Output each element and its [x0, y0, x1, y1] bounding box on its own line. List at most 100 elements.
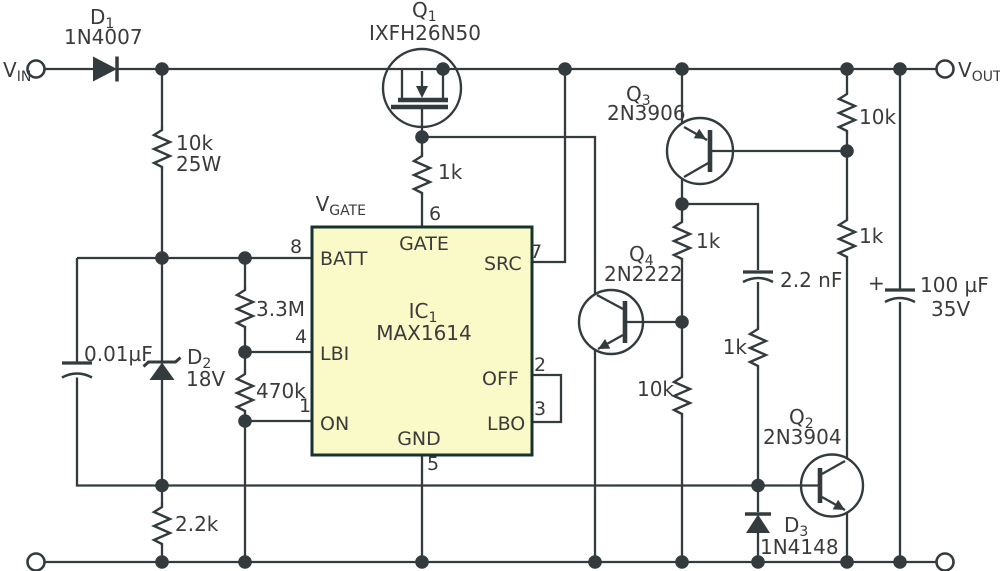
- label-c-output-value: 100 µF: [920, 273, 989, 297]
- ic1-ref-sub: 1: [428, 310, 437, 326]
- junction-dots: [155, 62, 907, 569]
- junction-dot: [558, 62, 572, 76]
- pin-num-7: 7: [530, 241, 542, 263]
- q1-sub: 1: [428, 9, 437, 25]
- label-q4-part: 2N2222: [604, 262, 683, 286]
- vin-label: VIN: [3, 58, 31, 85]
- ic1-pin-name-gnd: GND: [397, 428, 441, 450]
- transistor-q2: [799, 453, 865, 518]
- junction-dot: [415, 130, 429, 144]
- junction-dot: [415, 555, 429, 569]
- junction-dot: [675, 555, 689, 569]
- ic1-pin-name-lbi: LBI: [320, 343, 349, 365]
- d2-ref: D: [187, 345, 202, 369]
- ic1-ref-main: IC: [409, 299, 429, 323]
- resistor-on-pulldown: [152, 501, 172, 549]
- label-q2-part: 2N3904: [763, 425, 842, 449]
- resistor-out-mid: [837, 214, 857, 262]
- q4-sub: 4: [645, 253, 654, 269]
- resistor-divider-bottom: [235, 368, 255, 416]
- labels: VIN VOUT VGATE D1 1N4007 Q1 IXFH26N50 Q3…: [3, 0, 1000, 559]
- label-r-input-bleeder-value: 10k: [176, 131, 213, 155]
- wires: [44, 67, 937, 564]
- wire-speedup-branch: [682, 202, 760, 562]
- wire-off-lbo-bracket: [532, 373, 563, 424]
- label-d1-ref: D1: [90, 5, 114, 32]
- q3-emitter-arrow: [693, 128, 706, 139]
- ic1-pin-name-gate: GATE: [399, 233, 449, 255]
- d2-zener-bar: [142, 356, 182, 368]
- q2-body-circle: [799, 453, 865, 518]
- label-r-out-mid-value: 1k: [859, 224, 884, 248]
- junction-dot: [238, 345, 252, 359]
- d2-anode-triangle: [149, 362, 175, 380]
- pin-num-4: 4: [295, 326, 307, 348]
- vout-sub: OUT: [972, 69, 1000, 85]
- label-d1-part: 1N4007: [64, 25, 143, 49]
- junction-dot: [238, 555, 252, 569]
- q4-collector-diagonal: [596, 293, 624, 311]
- ic1-part-label: MAX1614: [376, 321, 472, 345]
- capacitor-input-filter: [61, 361, 93, 379]
- ic1-pin-name-batt: BATT: [320, 248, 368, 270]
- pin-numbers: 8 6 7 4 2 1 3 5: [290, 203, 546, 475]
- label-r-on-pulldown-value: 2.2k: [175, 512, 219, 536]
- ic1-pin-name-lbo: LBO: [487, 413, 525, 435]
- ic1-box: BATT GATE SRC LBI OFF ON LBO GND IC1 MAX…: [310, 225, 534, 457]
- q1-body-arrow: [416, 86, 428, 98]
- label-r-input-bleeder-rating: 25W: [176, 152, 221, 176]
- label-c-output-rating: 35V: [931, 297, 970, 321]
- junction-dot: [155, 478, 169, 493]
- junction-dot: [588, 555, 602, 569]
- junction-dot: [893, 555, 907, 569]
- vgate-main: V: [316, 192, 330, 216]
- q3-collector-diagonal: [683, 161, 711, 178]
- label-r-divider-bottom-value: 470k: [256, 379, 306, 403]
- vin-main: V: [3, 58, 17, 82]
- pin-num-8: 8: [290, 236, 302, 258]
- q2-sub: 2: [805, 416, 814, 432]
- wire-src-pin: [532, 69, 567, 264]
- label-r-out-top-value: 10k: [859, 105, 896, 129]
- label-q4-ref: Q4: [629, 242, 654, 269]
- label-r-q3-load-value: 1k: [696, 229, 721, 253]
- pin-num-3: 3: [534, 398, 546, 420]
- junction-dot: [840, 62, 854, 76]
- transistor-q3: [665, 116, 735, 186]
- d1-sub: 1: [105, 16, 114, 32]
- wire-input-filter-branch: [75, 258, 818, 487]
- q1-ref: Q: [412, 0, 428, 22]
- q4-body-circle: [577, 288, 645, 356]
- label-r-q4-base-value: 10k: [637, 377, 674, 401]
- q2-collector-diagonal: [821, 459, 846, 476]
- cap-speedup-curved-plate: [742, 276, 774, 284]
- junction-dot: [675, 197, 689, 211]
- ic1-pin-name-off: OFF: [482, 368, 519, 390]
- label-q3-ref: Q3: [626, 82, 651, 109]
- vin-sub: IN: [17, 69, 32, 85]
- vout-label: VOUT: [958, 58, 1000, 85]
- junction-dot: [155, 251, 169, 265]
- label-q1-part: IXFH26N50: [369, 21, 481, 45]
- label-q1-ref: Q1: [412, 0, 437, 25]
- cap-output-curved-plate: [884, 296, 916, 304]
- d1-ref: D: [90, 5, 105, 29]
- label-c-input-value: 0.01µF: [84, 342, 153, 366]
- capacitor-output: [884, 288, 916, 304]
- mosfet-q1: [381, 47, 463, 129]
- wire-gate-to-q4-collector: [422, 135, 597, 295]
- junction-dot: [675, 315, 689, 329]
- label-q2-ref: Q2: [789, 405, 814, 432]
- resistor-q4-base: [672, 371, 692, 419]
- vin-terminal: [26, 59, 46, 79]
- resistor-input-bleeder: [152, 124, 172, 172]
- junction-dot: [436, 62, 450, 76]
- resistor-q3-load: [672, 216, 692, 264]
- vgate-label: VGATE: [316, 192, 366, 219]
- gnd-terminal-right: [935, 552, 955, 571]
- pin-num-6: 6: [429, 203, 441, 225]
- diode-d3: [745, 512, 771, 533]
- junction-dot: [238, 414, 252, 428]
- junction-dot: [155, 555, 169, 569]
